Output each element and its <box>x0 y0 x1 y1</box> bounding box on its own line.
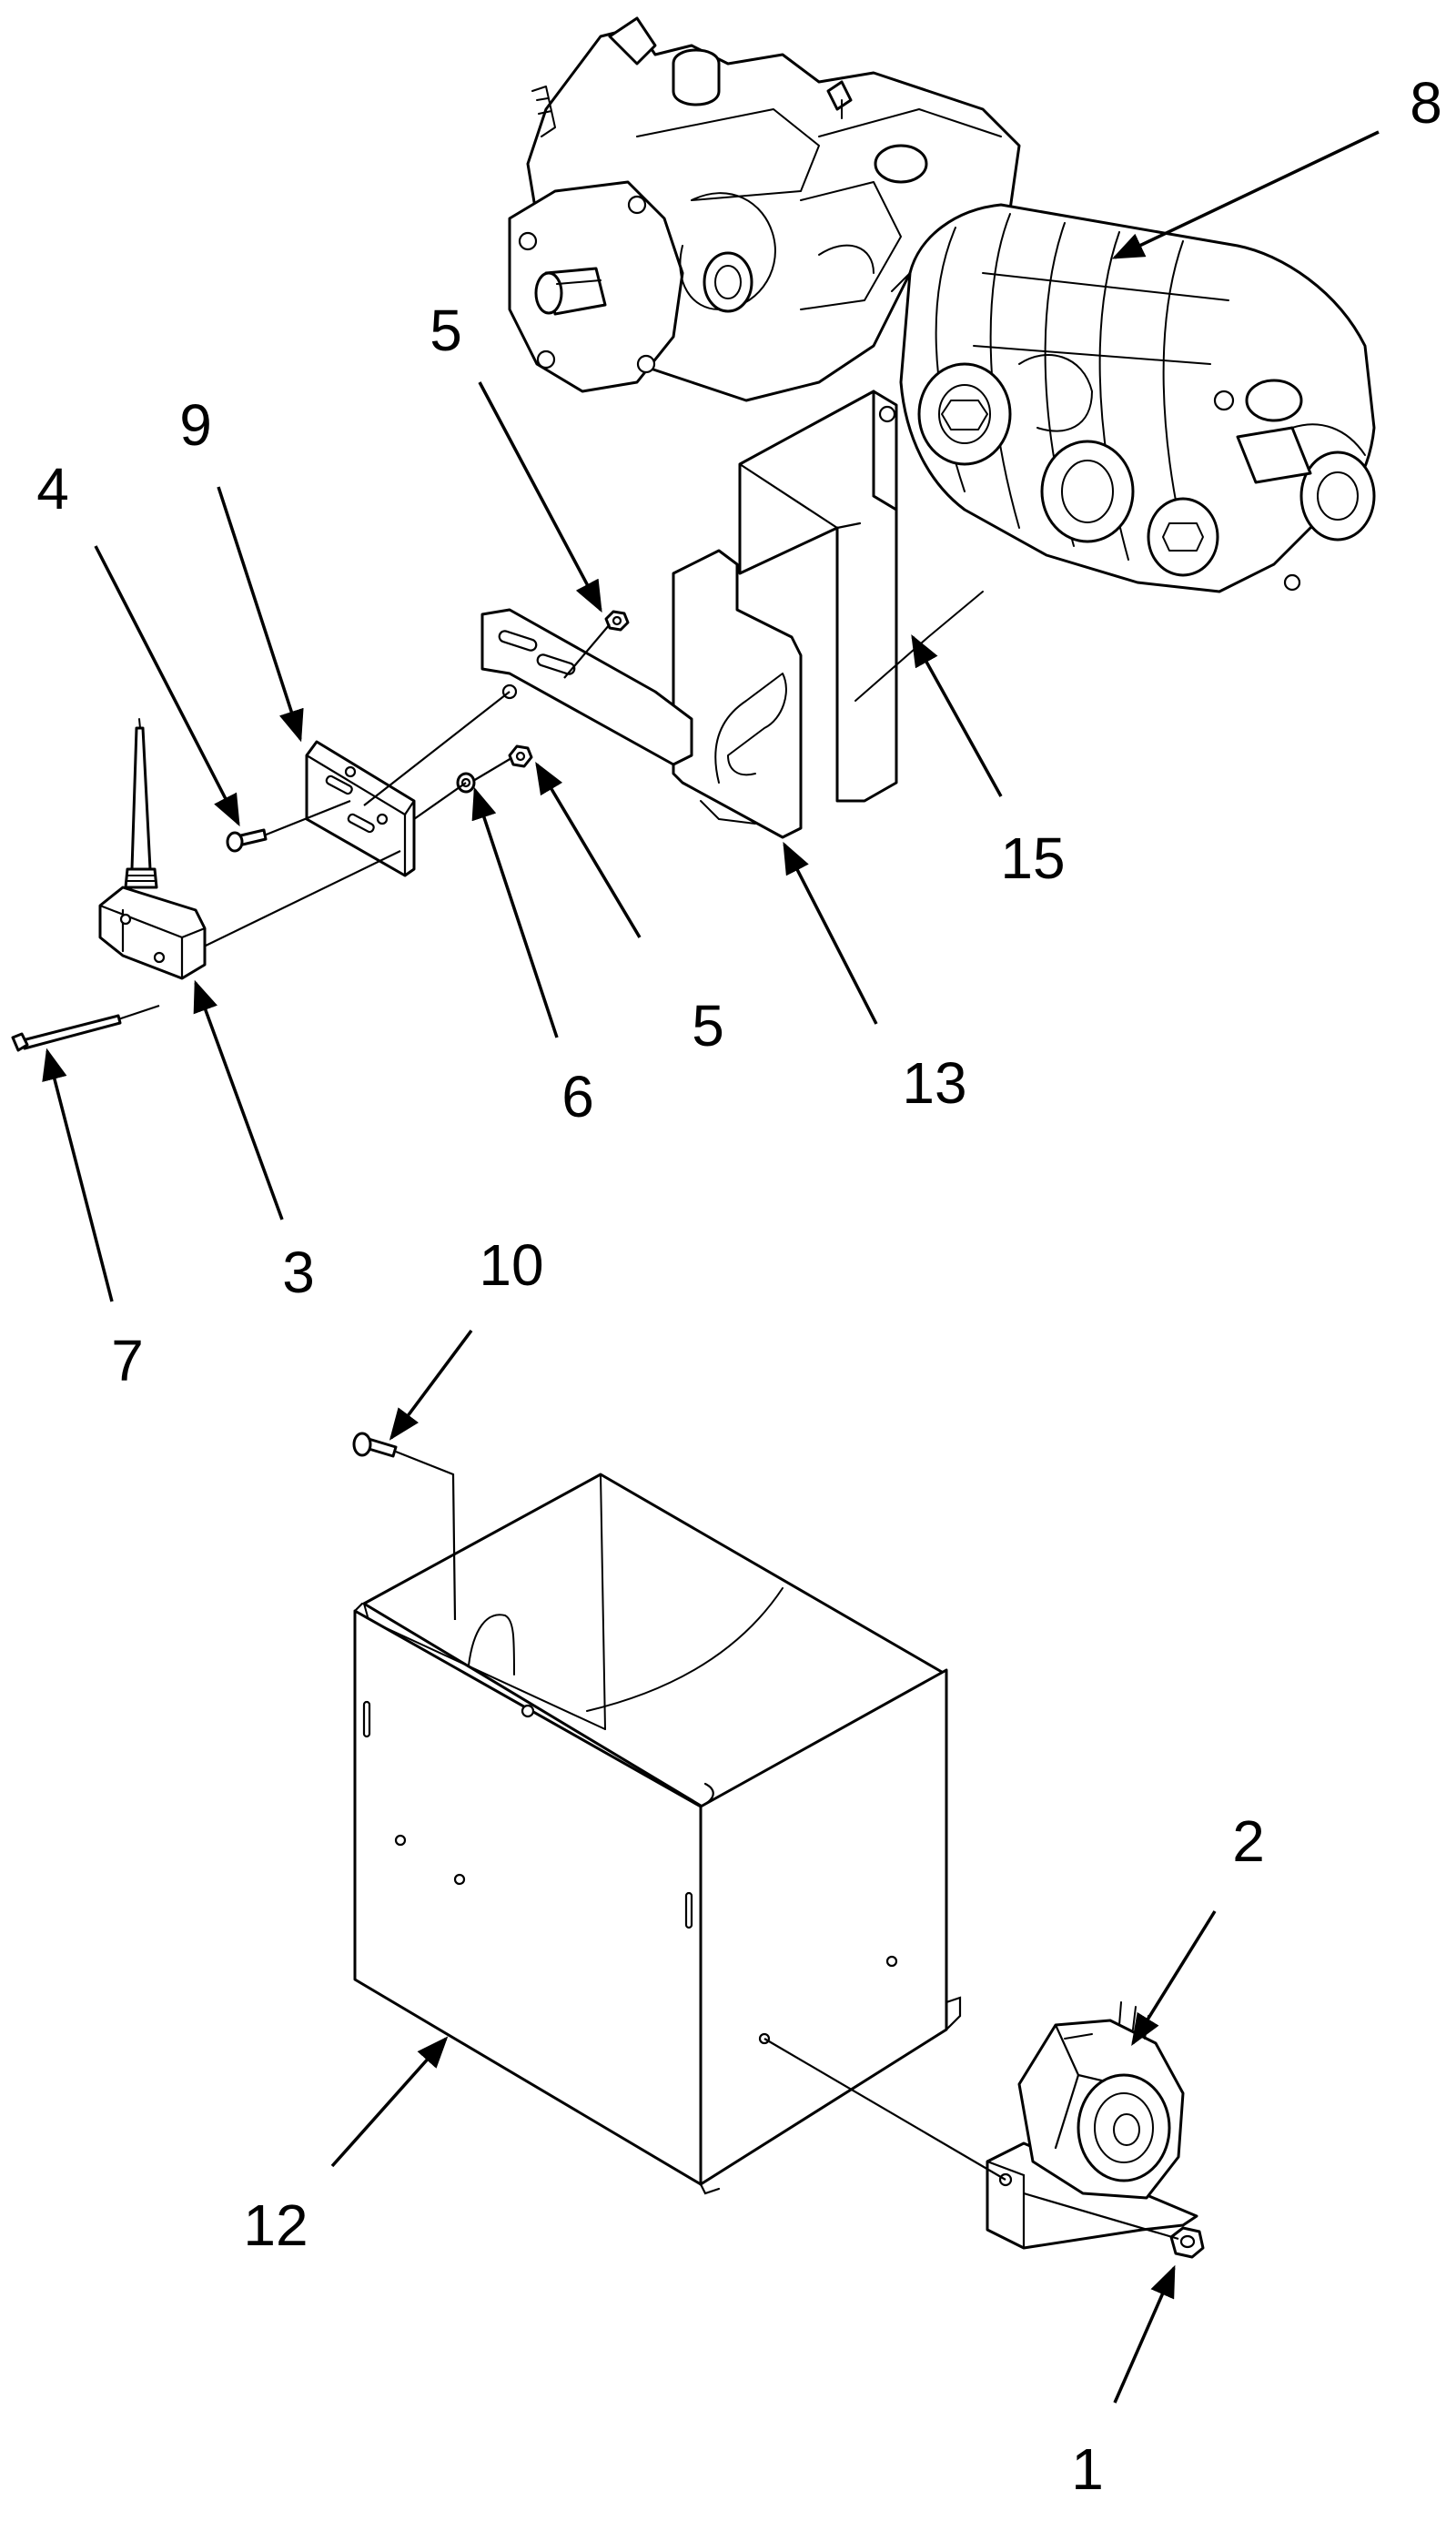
callout-9: 9 <box>179 392 212 458</box>
assembly-lines <box>117 623 1179 2241</box>
hydraulic-pump-assembly <box>508 16 1376 593</box>
sensor-mounting-bracket <box>480 549 803 839</box>
callout-2: 2 <box>1232 1808 1265 1874</box>
nut-item-5-lower <box>508 744 533 768</box>
nut-item-5-upper <box>604 610 630 632</box>
callout-12: 12 <box>243 2192 308 2258</box>
alarm-device <box>986 2001 1198 2250</box>
proximity-sensor <box>98 718 207 980</box>
callout-15: 15 <box>1000 825 1065 891</box>
callout-3: 3 <box>282 1240 315 1305</box>
callout-1: 1 <box>1071 2436 1104 2502</box>
sensor-plate <box>305 740 416 877</box>
callout-10: 10 <box>479 1232 543 1298</box>
callout-labels: 8 5 9 4 15 5 6 13 3 7 10 12 2 1 <box>36 70 1442 2502</box>
callout-5-lower: 5 <box>692 993 724 1058</box>
callout-6: 6 <box>561 1064 594 1129</box>
callout-7: 7 <box>111 1328 144 1393</box>
screw-item-4 <box>226 828 268 853</box>
callout-13: 13 <box>902 1050 966 1116</box>
enclosure-box <box>353 1473 962 2195</box>
callout-4: 4 <box>36 456 69 521</box>
screw-item-10 <box>352 1432 398 1458</box>
bolt-item-7 <box>11 1014 122 1052</box>
nut-item-1 <box>1169 2226 1205 2259</box>
callout-8: 8 <box>1410 70 1442 136</box>
pump-mounting-bracket <box>738 390 984 803</box>
callout-leaders <box>42 130 1380 2404</box>
callout-5-upper: 5 <box>430 298 462 363</box>
